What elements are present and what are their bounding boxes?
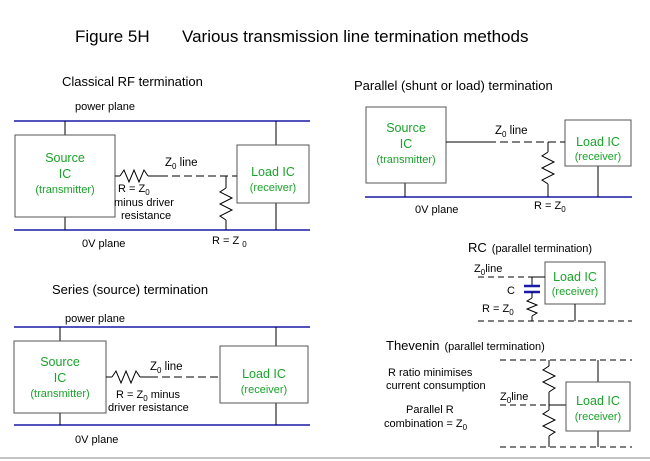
svg-text:Load IC: Load IC xyxy=(553,270,597,284)
svg-text:IC: IC xyxy=(400,137,413,151)
svg-text:R = Z0 minus: R = Z0 minus xyxy=(116,389,181,403)
svg-text:(transmitter): (transmitter) xyxy=(376,154,435,166)
svg-text:R = Z 0: R = Z 0 xyxy=(212,235,247,249)
classical-load-l1: Load IC xyxy=(251,165,295,179)
parallel-title: Parallel (shunt or load) termination xyxy=(354,78,553,93)
svg-text:R = Z0: R = Z0 xyxy=(118,183,150,197)
classical-source-l1: Source xyxy=(45,151,85,165)
parallel-shunt-resistor xyxy=(540,151,556,185)
svg-text:Source: Source xyxy=(386,121,426,135)
svg-text:Z0 line: Z0 line xyxy=(495,125,528,139)
svg-text:(receiver): (receiver) xyxy=(575,411,621,423)
svg-text:R = Z0: R = Z0 xyxy=(534,200,566,214)
series-load-ic xyxy=(219,345,309,404)
svg-text:(receiver): (receiver) xyxy=(575,151,621,163)
thevenin-upper-resistor xyxy=(541,365,557,393)
svg-text:Parallel R: Parallel R xyxy=(406,404,454,416)
svg-text:(transmitter): (transmitter) xyxy=(30,388,89,400)
svg-text:R = Z0: R = Z0 xyxy=(482,303,514,317)
svg-text:(receiver): (receiver) xyxy=(552,286,598,298)
rc-resistor xyxy=(525,297,539,317)
figure-title: Various transmission line termination me… xyxy=(182,27,528,46)
thevenin-panel: Thevenin(parallel termination) R ratio m… xyxy=(384,338,632,448)
classical-rf-panel: Classical RF termination power plane Sou… xyxy=(14,74,310,250)
parallel-ground-label: 0V plane xyxy=(415,204,458,216)
classical-shunt-resistor xyxy=(218,187,234,221)
parallel-load-ic xyxy=(564,119,632,167)
svg-text:Z0line: Z0line xyxy=(500,391,528,405)
rc-title: RC(parallel termination) xyxy=(468,240,592,255)
svg-text:current consumption: current consumption xyxy=(386,380,486,392)
svg-text:driver resistance: driver resistance xyxy=(108,402,189,414)
series-power-label: power plane xyxy=(65,313,125,325)
classical-series-resistor xyxy=(119,168,149,184)
svg-text:Source: Source xyxy=(40,355,80,369)
series-source-ic xyxy=(13,340,107,414)
series-title: Series (source) termination xyxy=(52,282,208,297)
classical-ground-label: 0V plane xyxy=(82,238,125,250)
svg-text:Z0 line: Z0 line xyxy=(150,361,183,375)
svg-text:(receiver): (receiver) xyxy=(241,384,287,396)
classical-power-label: power plane xyxy=(75,101,135,113)
classical-source-l3: (transmitter) xyxy=(35,184,94,196)
series-ground-label: 0V plane xyxy=(75,434,118,446)
svg-text:Load IC: Load IC xyxy=(576,135,620,149)
svg-text:R ratio minimises: R ratio minimises xyxy=(388,367,473,379)
thevenin-lower-resistor xyxy=(541,409,557,437)
series-panel: Series (source) termination power plane … xyxy=(13,282,310,446)
svg-text:Z0 line: Z0 line xyxy=(165,157,198,171)
classical-load-ic xyxy=(236,144,310,204)
classical-source-l2: IC xyxy=(59,167,72,181)
svg-text:minus driver: minus driver xyxy=(114,197,174,209)
svg-text:combination = Z0: combination = Z0 xyxy=(384,418,468,432)
svg-text:Load IC: Load IC xyxy=(576,394,620,408)
parallel-source-ic xyxy=(365,106,447,184)
thevenin-title: Thevenin(parallel termination) xyxy=(386,338,545,353)
classical-title: Classical RF termination xyxy=(62,74,203,89)
svg-text:Load IC: Load IC xyxy=(242,367,286,381)
parallel-panel: Parallel (shunt or load) termination Sou… xyxy=(354,78,632,216)
classical-source-ic xyxy=(14,134,116,218)
svg-text:C: C xyxy=(507,285,515,297)
figure-number: Figure 5H xyxy=(75,27,150,46)
svg-text:resistance: resistance xyxy=(121,210,171,222)
svg-text:IC: IC xyxy=(54,371,67,385)
svg-text:Z0line: Z0line xyxy=(474,263,502,277)
thevenin-load-ic xyxy=(565,381,631,432)
rc-panel: RC(parallel termination) Load IC (receiv… xyxy=(468,240,632,322)
classical-load-l2: (receiver) xyxy=(250,182,296,194)
series-resistor xyxy=(111,369,141,385)
